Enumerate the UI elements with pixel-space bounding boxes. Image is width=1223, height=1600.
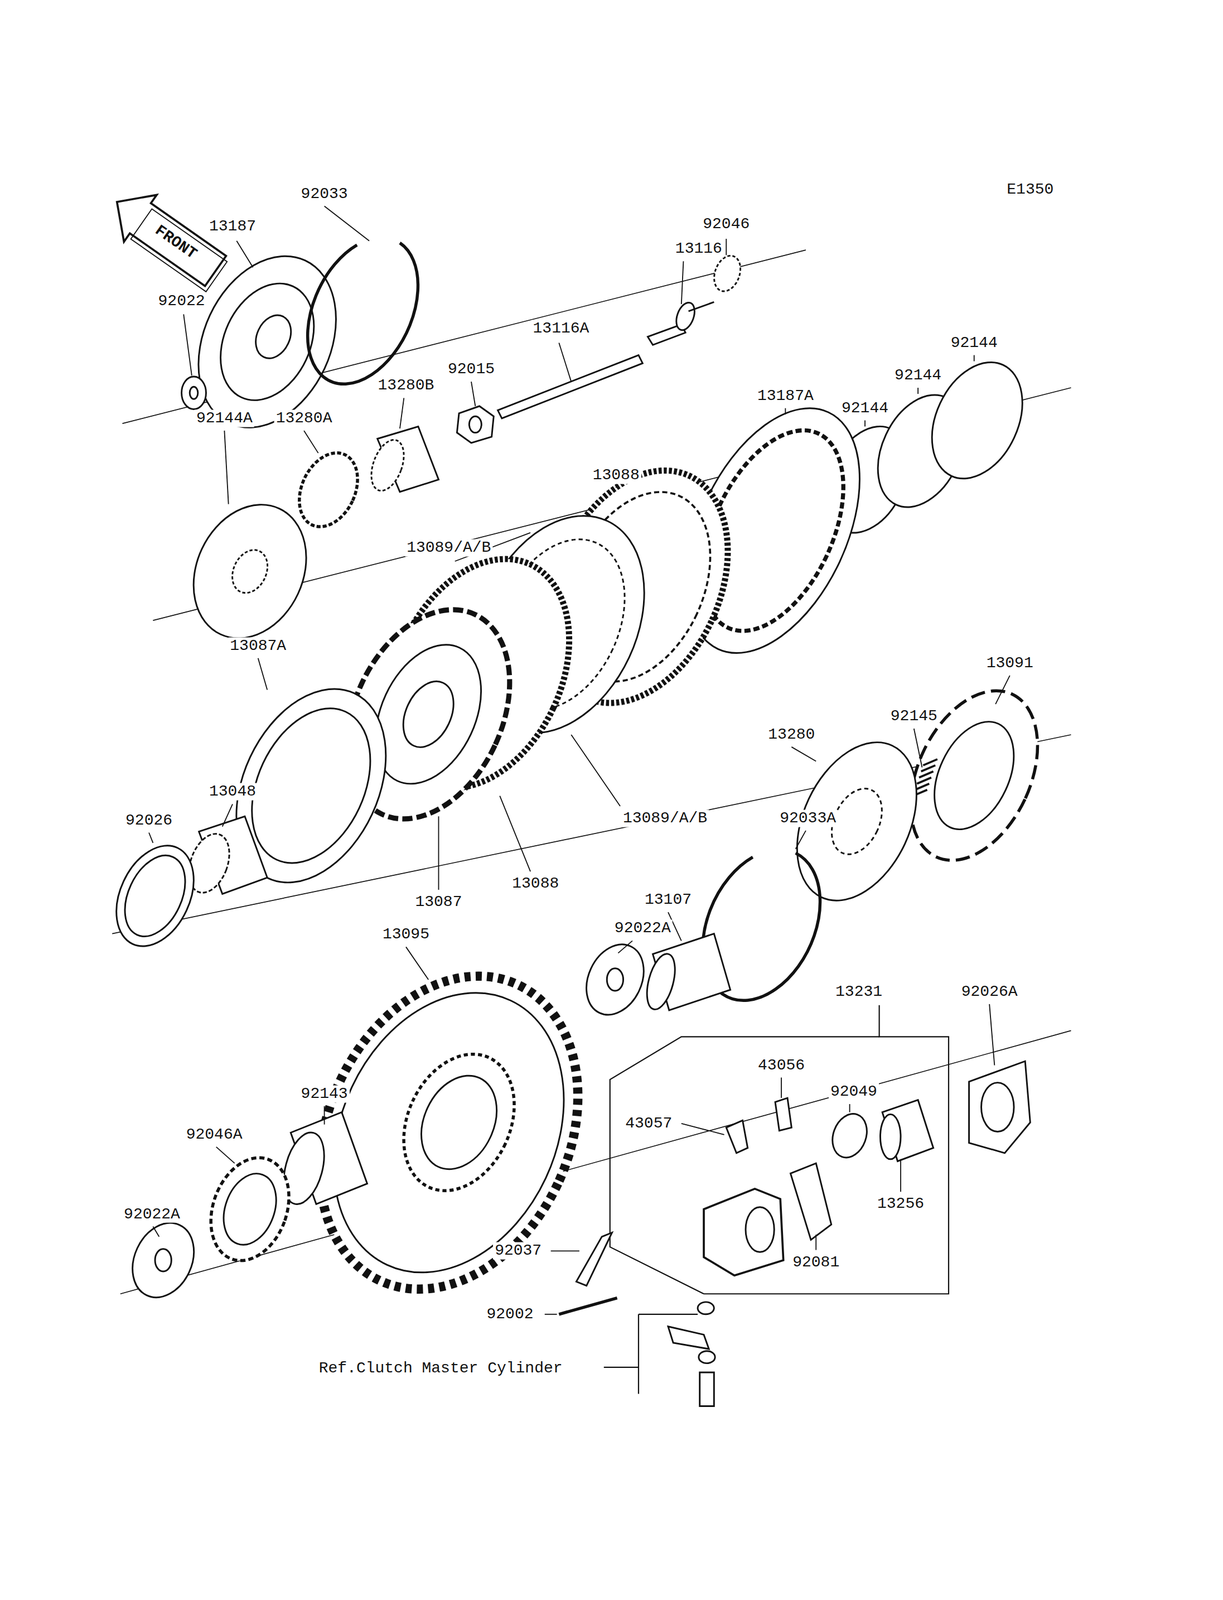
callout-number: 13280A [274, 409, 335, 427]
callout-number: 13280B [376, 376, 437, 395]
callout-number: 13048 [207, 782, 258, 801]
callout-number: 13280 [766, 725, 817, 743]
callout-number: 92002 [484, 1304, 535, 1323]
callout-number: 92144 [892, 366, 944, 385]
callout-number: 92037 [492, 1241, 544, 1260]
callout-number: 13089/A/B [621, 809, 709, 827]
callout-number: 13116 [673, 240, 724, 258]
callout-number: 92144A [194, 409, 255, 427]
callout-number: 13187 [207, 218, 258, 236]
callout-number: 13089/A/B [404, 539, 493, 557]
callout-number: 92145 [888, 707, 940, 725]
callout-number: 92026A [959, 982, 1020, 1000]
callout-number: 92144 [839, 399, 891, 417]
callout-number: 92049 [828, 1083, 879, 1101]
callout-number: 92046 [701, 215, 752, 234]
callout-number: 92033A [777, 809, 838, 827]
reference-note: Ref.Clutch Master Cylinder [317, 1359, 565, 1377]
callout-number: 13087A [228, 636, 288, 655]
callout-number: 13091 [984, 654, 1036, 672]
callout-number: 92081 [790, 1253, 841, 1271]
callout-number: 13116A [531, 320, 592, 338]
callout-number: 43056 [756, 1056, 807, 1074]
callout-number: 13187A [755, 387, 816, 405]
figure-code: E1350 [1004, 181, 1056, 199]
callout-number: 92033 [299, 185, 350, 203]
callout-number: 13256 [875, 1195, 926, 1213]
callout-number: 13095 [380, 925, 432, 944]
front-arrow [100, 178, 236, 297]
callout-number: 13231 [833, 982, 884, 1000]
callout-number: 92015 [446, 360, 497, 379]
callout-number: 43057 [623, 1114, 674, 1132]
callout-number: 92046A [184, 1125, 245, 1143]
callout-number: 92143 [299, 1084, 350, 1102]
callout-number: 13107 [643, 891, 694, 909]
callout-number: 13087 [413, 892, 464, 911]
callout-number: 13088 [510, 875, 561, 893]
callout-number: 13088 [591, 466, 642, 485]
callout-number: 92022A [612, 919, 673, 937]
callout-number: 92022A [122, 1205, 182, 1223]
callout-number: 92144 [949, 334, 1000, 352]
callout-number: 92026 [123, 811, 174, 829]
callout-number: 92022 [156, 292, 207, 310]
